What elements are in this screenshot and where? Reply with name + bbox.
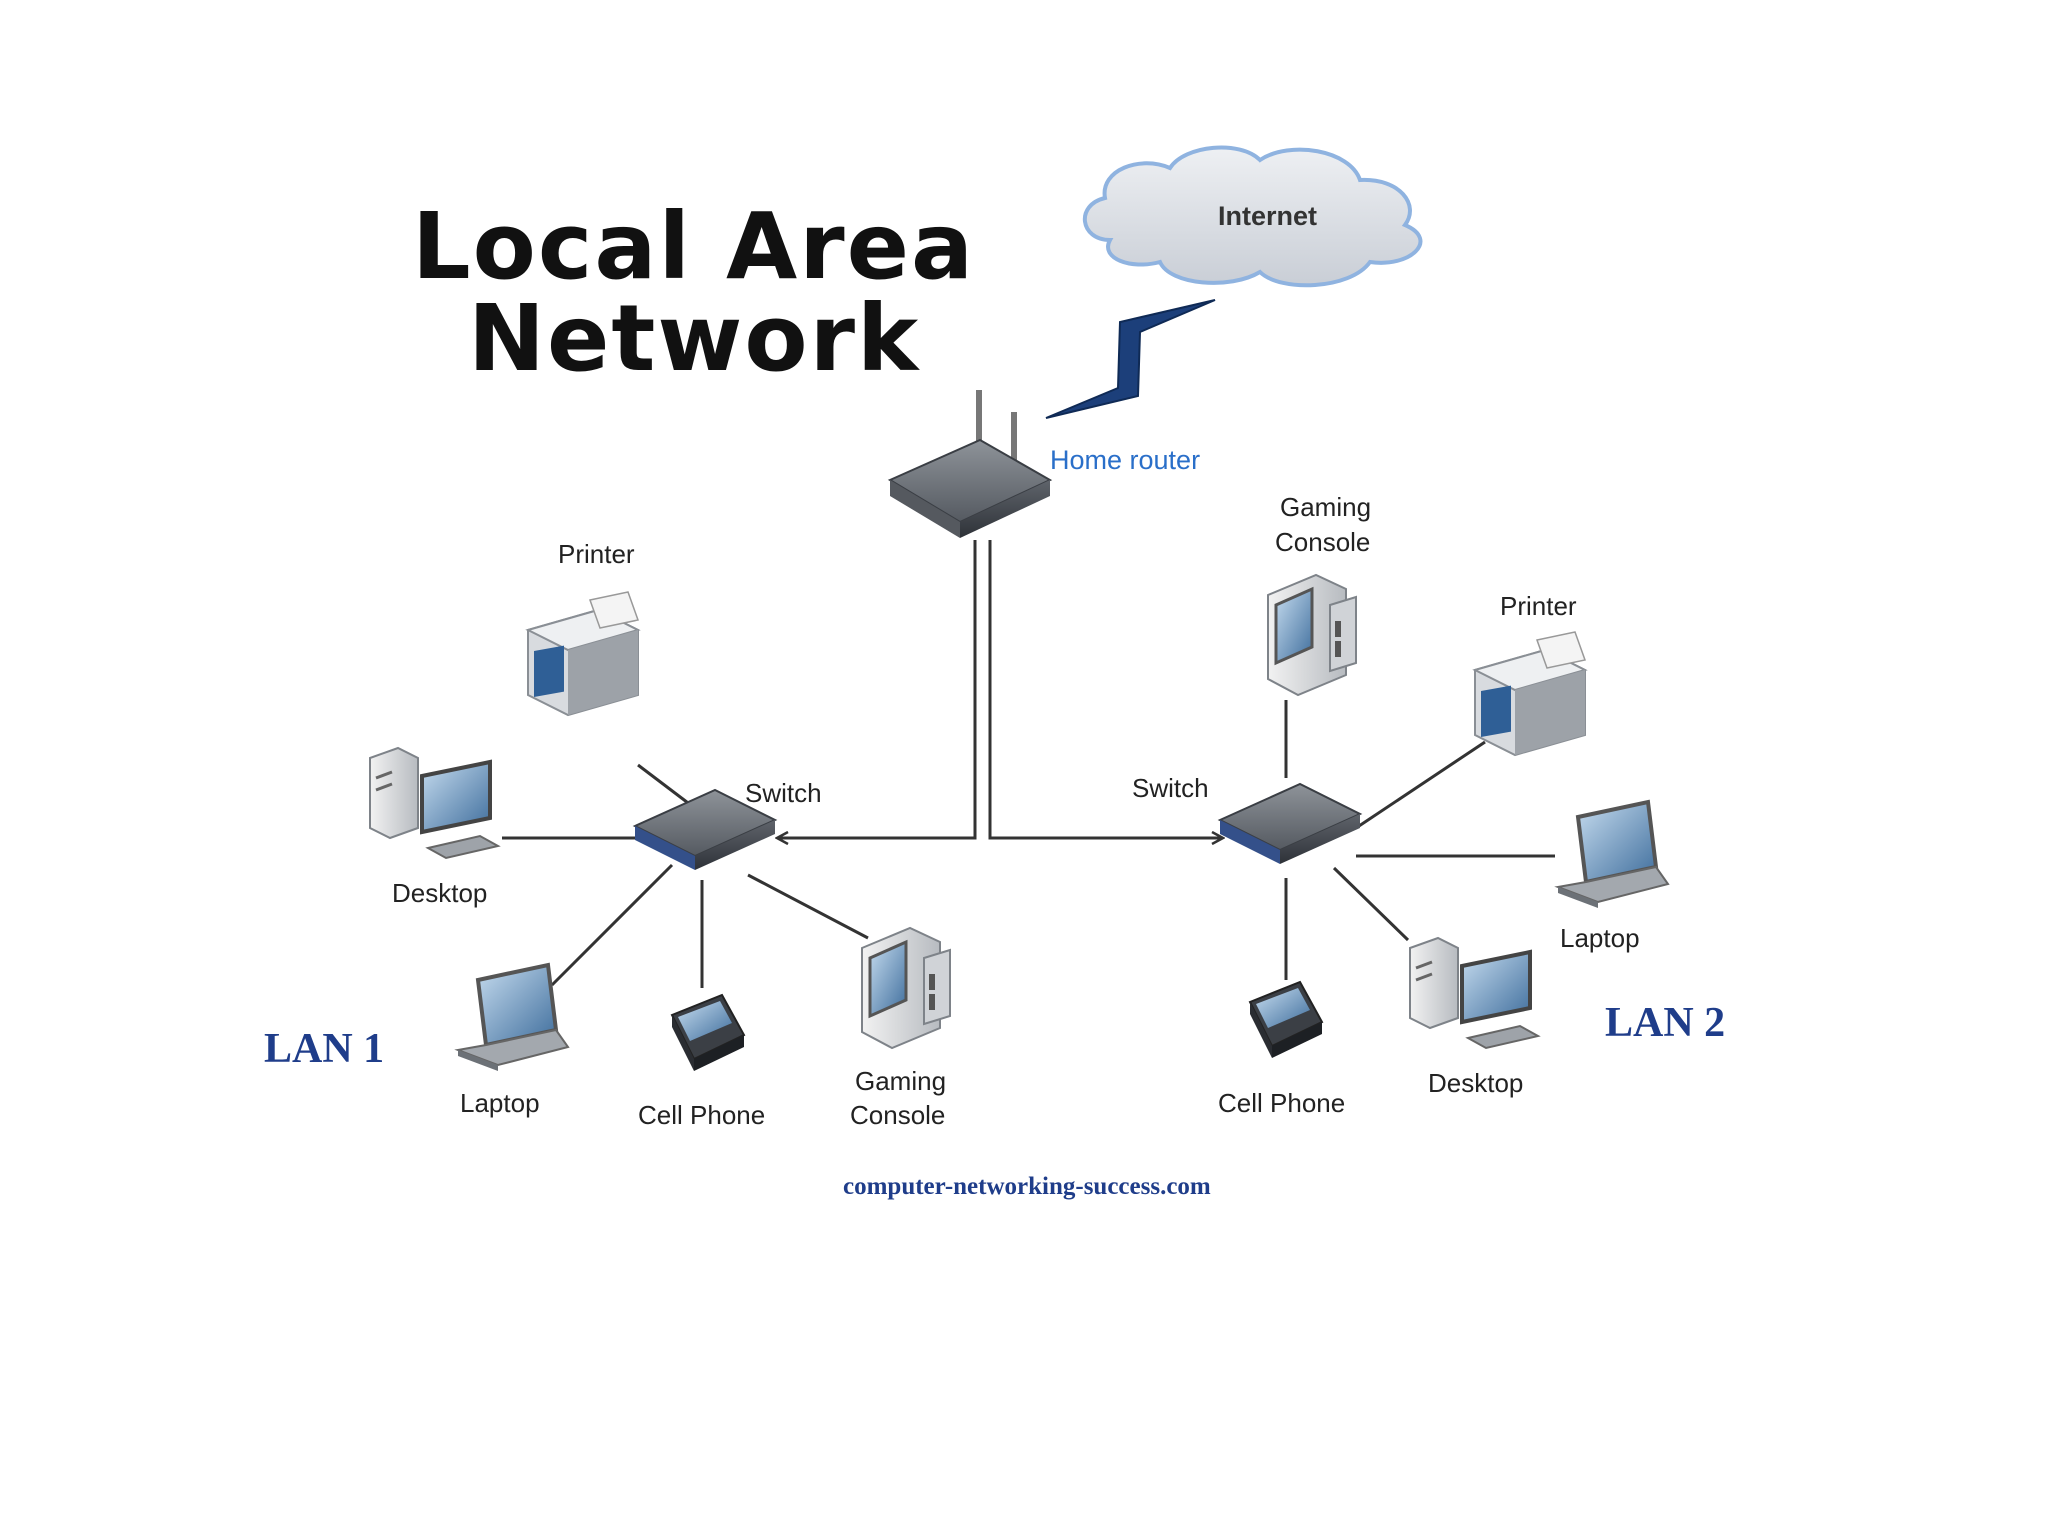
internet-label: Internet [1218, 201, 1317, 231]
lan2-desktop-icon [1408, 936, 1540, 1050]
lan2-gaming-console-icon [1266, 573, 1358, 697]
title-line-1: Local Area [412, 193, 975, 300]
lan1-label: LAN 1 [264, 1026, 384, 1072]
lan2-desktop-label: Desktop [1428, 1068, 1523, 1098]
home-router-label: Home router [1050, 445, 1200, 475]
lan2-laptop-label: Laptop [1560, 923, 1640, 953]
source-footer: computer-networking-success.com [843, 1173, 1211, 1200]
home-router-icon [887, 390, 1053, 538]
lan2-laptop-icon [1556, 800, 1670, 910]
lan2-switch-label: Switch [1132, 773, 1209, 803]
lan1-gaming-console-label-line-1: Gaming [855, 1066, 946, 1096]
lan2-cell-phone-label: Cell Phone [1218, 1088, 1345, 1118]
lan1-desktop-label: Desktop [392, 878, 487, 908]
lan2-cell-phone-icon [1249, 981, 1323, 1059]
lan2-links [1284, 700, 1555, 980]
lan1-gaming-console-icon [860, 926, 952, 1050]
lan1-printer-label: Printer [558, 539, 635, 569]
lan2-printer-label: Printer [1500, 591, 1577, 621]
lan1-printer-icon [527, 591, 639, 716]
lan1-desktop-icon [368, 746, 500, 860]
lan1-switch-label: Switch [745, 778, 822, 808]
lan2-printer-icon [1474, 631, 1586, 756]
lan1-laptop-icon [456, 963, 570, 1073]
router-uplink-lines [778, 540, 1222, 838]
wireless-link-icon [1045, 299, 1216, 419]
lan1-laptop-label: Laptop [460, 1088, 540, 1118]
lan2-gaming-console-label-line-1: Gaming [1280, 492, 1371, 522]
internet-cloud-icon [1083, 145, 1423, 288]
lan1-cell-phone-label: Cell Phone [638, 1100, 765, 1130]
title-line-2: Network [468, 285, 920, 392]
lan2-switch-icon [1219, 783, 1361, 865]
lan1-gaming-console-label-line-2: Console [850, 1100, 945, 1130]
lan2-label: LAN 2 [1605, 1000, 1725, 1046]
lan2-gaming-console-label-line-2: Console [1275, 527, 1370, 557]
lan1-cell-phone-icon [671, 994, 745, 1072]
lan1-links [502, 763, 869, 988]
